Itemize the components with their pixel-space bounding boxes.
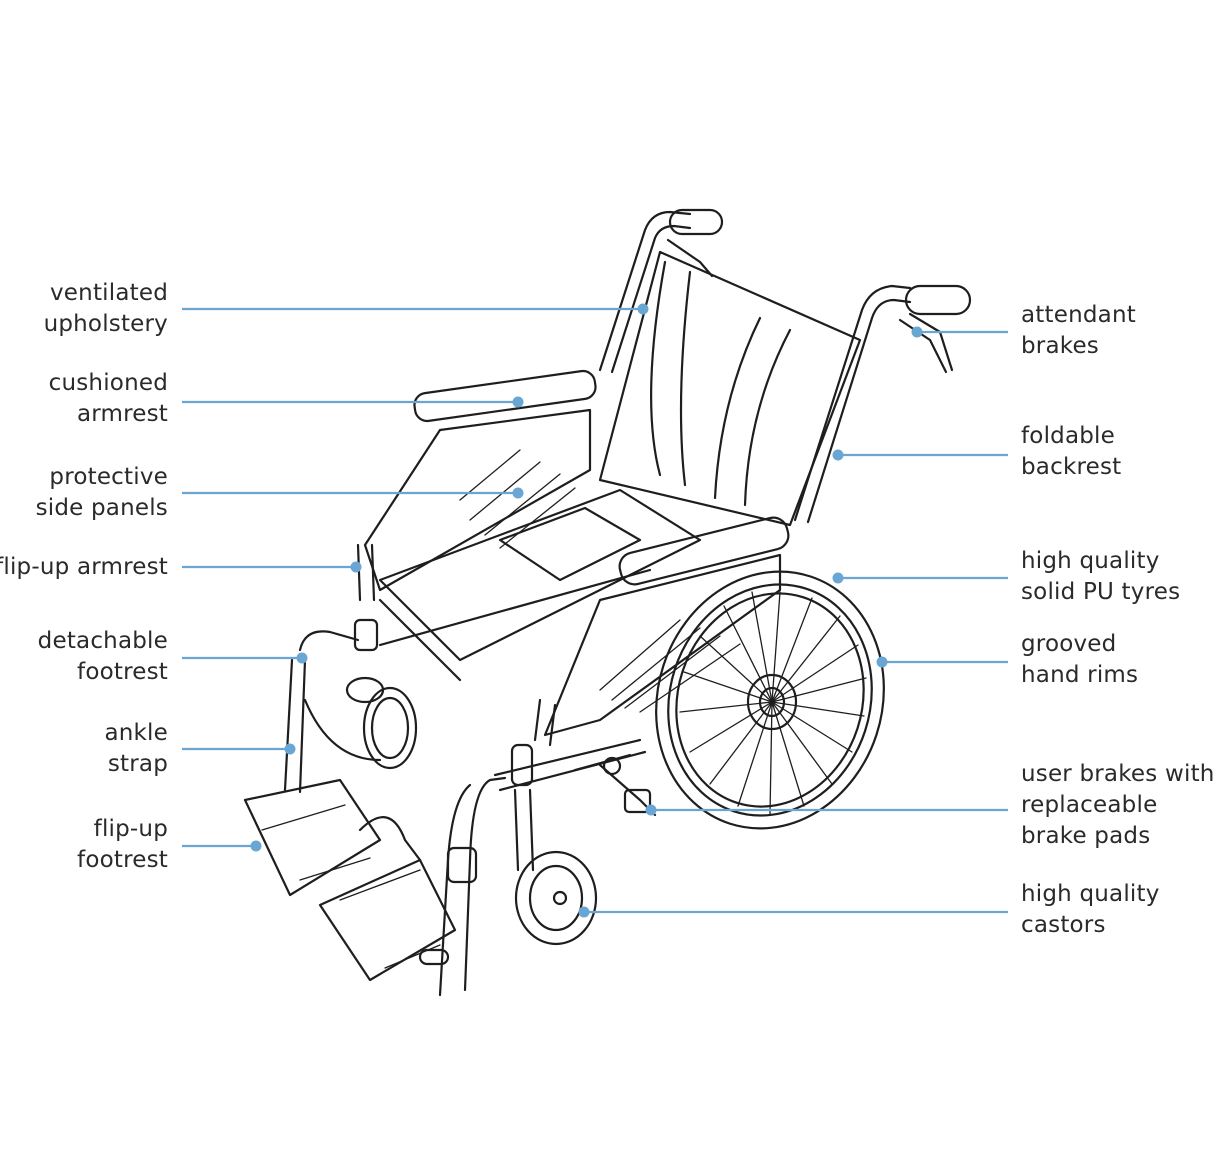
right-armrest bbox=[533, 516, 790, 747]
label-line: attendant bbox=[1021, 302, 1136, 328]
leader-foldable-backrest bbox=[832, 449, 1008, 461]
leader-ankle-strap bbox=[182, 743, 296, 755]
label-line: high quality bbox=[1021, 881, 1160, 907]
label-ventilated-upholstery: ventilated upholstery bbox=[44, 278, 168, 340]
left-footrest bbox=[243, 618, 385, 897]
label-detachable-footrest: detachable footrest bbox=[38, 626, 168, 688]
label-line: brakes bbox=[1021, 333, 1099, 359]
label-line: strap bbox=[107, 751, 168, 777]
front-castor bbox=[510, 743, 598, 946]
left-armrest bbox=[356, 369, 597, 602]
label-line: footrest bbox=[77, 847, 168, 873]
label-solid-pu-tyres: high quality solid PU tyres bbox=[1021, 546, 1180, 608]
leader-cushioned-armrest bbox=[182, 396, 524, 408]
label-line: upholstery bbox=[43, 311, 168, 337]
leader-ventilated-upholstery bbox=[182, 303, 649, 315]
leader-grooved-hand-rims bbox=[876, 656, 1008, 668]
label-grooved-hand-rims: grooved hand rims bbox=[1021, 629, 1138, 691]
leader-castors bbox=[578, 906, 1008, 918]
label-flip-up-footrest: flip-up footrest bbox=[77, 814, 168, 876]
leader-detachable-footrest bbox=[182, 652, 308, 664]
seat bbox=[378, 488, 702, 682]
label-line: ventilated bbox=[50, 280, 168, 306]
label-line: foldable bbox=[1021, 423, 1115, 449]
label-line: brake pads bbox=[1021, 823, 1151, 849]
label-line: castors bbox=[1021, 912, 1106, 938]
right-footrest bbox=[318, 776, 507, 997]
label-line: backrest bbox=[1021, 454, 1122, 480]
label-line: ankle bbox=[104, 720, 168, 746]
label-attendant-brakes: attendant brakes bbox=[1021, 300, 1136, 362]
label-line: detachable bbox=[37, 628, 168, 654]
label-line: replaceable bbox=[1021, 792, 1158, 818]
label-line: flip-up bbox=[93, 816, 168, 842]
label-line: high quality bbox=[1021, 548, 1160, 574]
leader-attendant-brakes bbox=[911, 326, 1008, 338]
label-line: flip-up armrest bbox=[0, 554, 168, 580]
leader-user-brakes bbox=[645, 804, 1008, 816]
label-line: cushioned bbox=[48, 370, 168, 396]
label-flip-up-armrest: flip-up armrest bbox=[0, 552, 168, 583]
label-foldable-backrest: foldable backrest bbox=[1021, 421, 1121, 483]
leader-solid-pu-tyres bbox=[832, 572, 1008, 584]
label-protective-side-panels: protective side panels bbox=[36, 462, 168, 524]
label-cushioned-armrest: cushioned armrest bbox=[49, 368, 168, 430]
backrest-upholstery bbox=[598, 250, 862, 527]
label-line: hand rims bbox=[1021, 662, 1139, 688]
leader-protective-side-panels bbox=[182, 487, 524, 499]
label-line: user brakes with bbox=[1021, 761, 1215, 787]
label-line: solid PU tyres bbox=[1021, 579, 1181, 605]
left-rear-wheel bbox=[362, 686, 418, 770]
label-line: grooved bbox=[1021, 631, 1117, 657]
label-user-brakes: user brakes with replaceable brake pads bbox=[1021, 759, 1215, 852]
label-line: armrest bbox=[76, 401, 168, 427]
leader-flip-up-footrest bbox=[182, 840, 262, 852]
wheel-spokes bbox=[679, 591, 867, 815]
backrest-frame bbox=[598, 208, 972, 524]
leader-flip-up-armrest bbox=[182, 561, 362, 573]
label-ankle-strap: ankle strap bbox=[104, 718, 168, 780]
label-line: footrest bbox=[77, 659, 168, 685]
label-line: side panels bbox=[35, 495, 168, 521]
label-castors: high quality castors bbox=[1021, 879, 1160, 941]
rear-wheel bbox=[655, 570, 885, 830]
label-line: protective bbox=[49, 464, 168, 490]
